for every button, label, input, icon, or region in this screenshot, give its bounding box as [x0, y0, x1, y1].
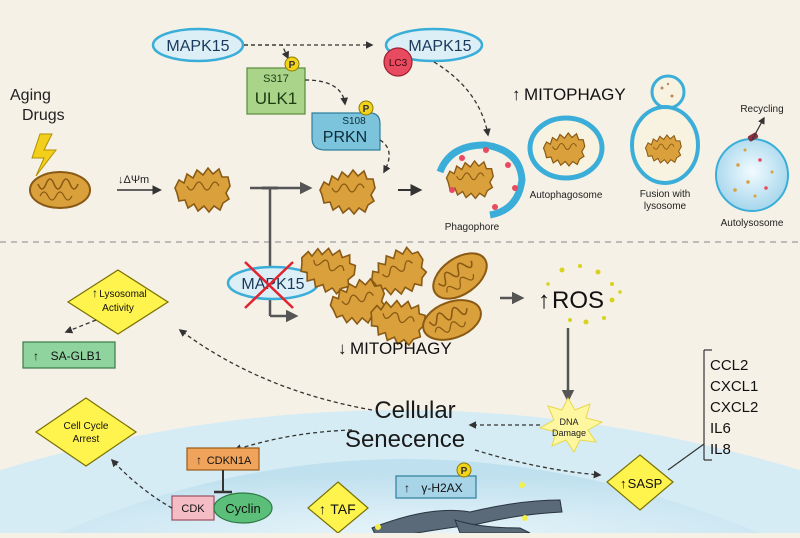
healthy-mitochondrion: [29, 171, 91, 209]
arrow-prkn-to-mito: [379, 139, 391, 174]
taf-node: ↑ TAF: [307, 481, 369, 534]
dna-damage-line1: DNA: [559, 417, 578, 427]
cdk-cyclin-complex: CDK Cyclin: [171, 492, 273, 524]
dna-damage-line2: Damage: [552, 428, 586, 438]
mitophagy-down-arrow: ↓: [338, 339, 347, 358]
arrow-lysosomal-to-saglb1: [64, 319, 97, 334]
lc3-label: LC3: [389, 58, 408, 69]
ulk1-node: S317 ULK1 P: [246, 56, 306, 115]
lysosomal-line1: Lysosomal: [99, 289, 146, 300]
lysosomal-activity-node: ↑ Lysosomal Activity: [66, 269, 170, 335]
taf-up-arrow: ↑: [319, 501, 326, 517]
ulk1-phospho-icon: P: [289, 60, 296, 71]
arrow-lc3-to-phagophore: [433, 61, 491, 137]
gamma-h2ax-node: ↑ γ-H2AX P: [395, 462, 477, 499]
sasp-connector: [667, 443, 705, 471]
taf-label: TAF: [330, 501, 355, 517]
cell-cycle-arrest-node: Cell Cycle Arrest: [34, 397, 138, 467]
sa-glb1-node: ↑ SA-GLB1: [22, 341, 116, 369]
cdkn1a-label: CDKN1A: [207, 455, 252, 467]
fusion-label-line1: Fusion with: [640, 189, 691, 200]
autophagosome: Autophagosome: [527, 115, 605, 201]
mapk15-top-node: MAPK15: [151, 27, 245, 63]
mapk15-loss-node: MAPK15: [226, 261, 320, 309]
sasp-factor-list: CCL2 CXCL1 CXCL2 IL6 IL8: [703, 349, 758, 461]
membrane-potential-label: ↓ΔΨm: [118, 174, 149, 186]
senecence-label: Senecence: [345, 426, 465, 453]
fusion-label-line2: lysosome: [644, 201, 687, 212]
dna-damage-node: DNA Damage: [538, 396, 604, 453]
ros-up-arrow: ↑: [538, 287, 550, 314]
lysosomal-line2: Activity: [102, 303, 134, 314]
saglb1-up-arrow: ↑: [33, 349, 39, 363]
sasp-factor-item: IL6: [710, 420, 731, 437]
cdk-label: CDK: [181, 503, 205, 515]
h2ax-up-arrow: ↑: [404, 481, 410, 495]
saglb1-label: SA-GLB1: [51, 349, 102, 363]
prkn-node: S108 PRKN P: [311, 100, 381, 151]
sasp-label: SASP: [628, 476, 663, 491]
cyclin-label: Cyclin: [225, 501, 260, 516]
prkn-site-label: S108: [342, 116, 366, 127]
sasp-up-arrow: ↑: [620, 476, 627, 491]
h2ax-phospho-icon: P: [461, 466, 468, 477]
cdkn1a-up-arrow: ↑: [196, 453, 202, 467]
lightning-icon: [31, 133, 58, 177]
autolysosome-label: Autolysosome: [721, 218, 784, 229]
phagophore-label: Phagophore: [445, 222, 500, 233]
mitophagy-down-label: MITOPHAGY: [350, 339, 452, 358]
cellular-label: Cellular: [374, 397, 455, 424]
sasp-factor-item: CXCL2: [710, 399, 758, 416]
cdkn1a-node: ↑ CDKN1A: [186, 447, 260, 471]
prkn-phospho-icon: P: [363, 104, 370, 115]
h2ax-label: γ-H2AX: [421, 481, 462, 495]
arrow-senescence-to-sasp: [474, 449, 602, 479]
ros-label: ROS: [552, 287, 604, 314]
ulk1-site-label: S317: [263, 73, 289, 85]
aging-drugs-label: Aging Drugs: [10, 87, 65, 124]
aging-line1: Aging: [10, 87, 51, 104]
mitophagy-up-arrow: ↑: [512, 85, 521, 104]
arrow-ulk1-to-prkn: [304, 79, 349, 106]
mapk15-crossed-label: MAPK15: [241, 276, 304, 293]
ulk1-label: ULK1: [255, 89, 298, 108]
mapk15-lc3-complex: MAPK15 LC3: [383, 27, 484, 77]
prkn-label: PRKN: [323, 129, 367, 146]
fusion-with-lysosome: Fusion with lysosome: [630, 74, 700, 212]
autophagosome-label: Autophagosome: [530, 190, 603, 201]
recycling-label: Recycling: [740, 104, 783, 115]
arrow-senescence-to-cdkn1a: [233, 429, 353, 452]
lysosomal-up-arrow: ↑: [92, 286, 98, 300]
ros-node: ↑ ROS: [538, 264, 622, 325]
sasp-factor-item: IL8: [710, 441, 731, 458]
sasp-factor-item: CCL2: [710, 357, 748, 374]
autolysosome: Recycling Autolysosome: [715, 104, 789, 229]
cell-cycle-line1: Cell Cycle: [63, 421, 108, 432]
sasp-node: ↑ SASP: [606, 454, 674, 511]
phagophore: Phagophore: [436, 141, 526, 233]
sasp-factor-item: CXCL1: [710, 378, 758, 395]
mapk15-lc3-label: MAPK15: [408, 38, 471, 55]
arrow-cdk-to-arrest: [110, 458, 173, 509]
chromosome-icon: [371, 482, 563, 538]
mapk15-top-label: MAPK15: [166, 38, 229, 55]
aging-line2: Drugs: [22, 107, 65, 124]
mitophagy-up-label: MITOPHAGY: [524, 85, 626, 104]
arrow-senescence-to-lysosomal: [178, 329, 373, 411]
cell-cycle-line2: Arrest: [73, 434, 100, 445]
